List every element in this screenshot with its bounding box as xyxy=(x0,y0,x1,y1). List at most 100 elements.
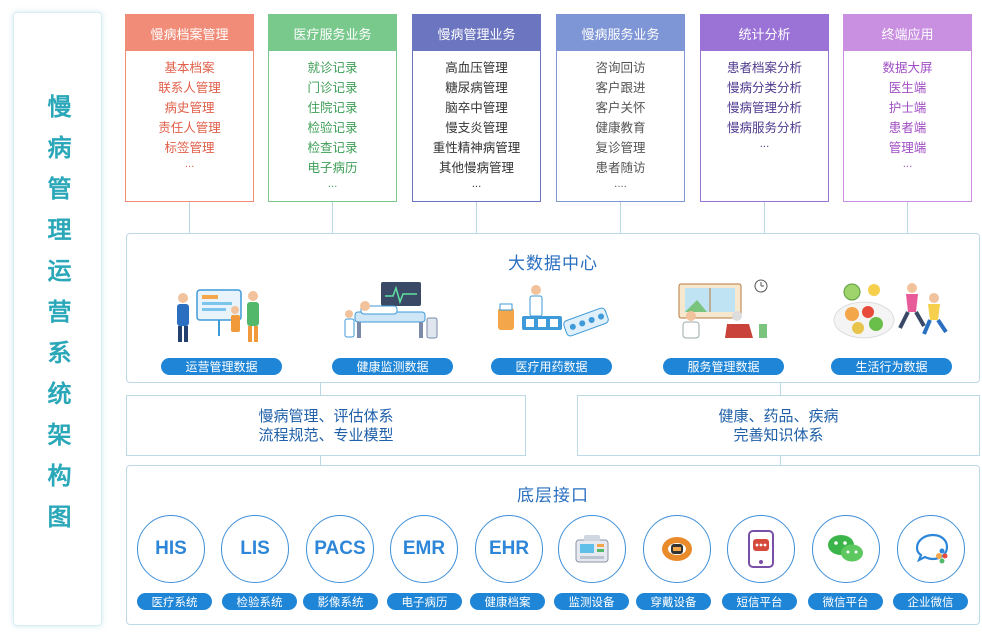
interface-emr-text: EMR xyxy=(402,538,446,559)
wecom-icon xyxy=(915,533,949,564)
module-item: 医生端 xyxy=(888,80,927,95)
interface-wecom[interactable] xyxy=(897,515,965,583)
sms-phone-icon xyxy=(748,530,774,568)
module-title: 慢病管理业务 xyxy=(413,15,540,51)
module-title: 统计分析 xyxy=(701,15,828,51)
knowledge-system-box: 健康、药品、疾病 完善知识体系 xyxy=(577,395,980,456)
data-center-panel: 大数据中心 运营管理数据 健康监测数据 xyxy=(126,233,980,383)
interface-pacs[interactable]: PACS xyxy=(306,515,374,583)
module-item: 管理端 xyxy=(888,140,927,155)
knowledge-system-line1: 健康、药品、疾病 xyxy=(718,406,839,425)
connector-line xyxy=(780,456,781,465)
module-item: 复诊管理 xyxy=(595,140,646,155)
module-item: 慢病管理分析 xyxy=(726,100,802,115)
interface-lis[interactable]: LIS xyxy=(221,515,289,583)
interface-his[interactable]: HIS xyxy=(137,515,205,583)
module-more: ... xyxy=(471,179,482,190)
module-item: 标签管理 xyxy=(164,140,215,155)
connector-line xyxy=(332,202,333,233)
module-item: 慢病服务分析 xyxy=(726,120,802,135)
module-more: ... xyxy=(327,179,338,190)
interface-ehr[interactable]: EHR xyxy=(475,515,543,583)
data-tag-health: 健康监测数据 xyxy=(332,358,453,375)
module-chronic-service[interactable]: 慢病服务业务 咨询回访 客户跟进 客户关怀 健康教育 复诊管理 患者随访 ...… xyxy=(556,14,685,202)
module-item: 脑卒中管理 xyxy=(445,100,508,115)
connector-line xyxy=(476,202,477,233)
knowledge-system-line2: 完善知识体系 xyxy=(733,425,824,444)
module-item: 重性精神病管理 xyxy=(432,140,521,155)
health-monitoring-illustration xyxy=(344,282,438,339)
module-item: 检查记录 xyxy=(307,140,358,155)
module-medical-service[interactable]: 医疗服务业务 就诊记录 门诊记录 住院记录 检验记录 检查记录 电子病历 ... xyxy=(268,14,397,202)
module-item: 高血压管理 xyxy=(445,60,508,75)
management-model-box: 慢病管理、评估体系 流程规范、专业模型 xyxy=(126,395,526,456)
bottom-interface-title: 底层接口 xyxy=(517,486,589,506)
management-model-line1: 慢病管理、评估体系 xyxy=(258,406,394,425)
module-title: 慢病档案管理 xyxy=(126,15,253,51)
module-chronic-management[interactable]: 慢病管理业务 高血压管理 糖尿病管理 脑卒中管理 慢支炎管理 重性精神病管理 其… xyxy=(412,14,541,202)
interface-wechat[interactable] xyxy=(812,515,880,583)
data-tag-service: 服务管理数据 xyxy=(663,358,784,375)
interface-label: 影像系统 xyxy=(303,593,378,610)
module-item: 检验记录 xyxy=(307,120,358,135)
interface-label: 微信平台 xyxy=(808,593,883,610)
management-model-line2: 流程规范、专业模型 xyxy=(258,425,394,444)
interface-pacs-text: PACS xyxy=(314,538,366,559)
connector-line xyxy=(320,383,321,395)
side-title: 慢病管理运营系统架构图 xyxy=(43,93,71,545)
interface-label: 穿戴设备 xyxy=(636,593,711,610)
module-terminal[interactable]: 终端应用 数据大屏 医生端 护士端 患者端 管理端 ... xyxy=(843,14,972,202)
side-title-box: 慢病管理运营系统架构图 xyxy=(13,12,102,626)
module-item: 客户跟进 xyxy=(595,80,646,95)
wechat-icon xyxy=(828,535,863,562)
interface-emr[interactable]: EMR xyxy=(390,515,458,583)
module-title: 医疗服务业务 xyxy=(269,15,396,51)
module-item: 联系人管理 xyxy=(158,80,221,95)
module-more: .... xyxy=(614,179,627,190)
connector-line xyxy=(907,202,908,233)
interface-wearable[interactable] xyxy=(643,515,711,583)
module-item: 患者端 xyxy=(888,120,927,135)
lifestyle-illustration xyxy=(833,283,948,339)
module-item: 其他慢病管理 xyxy=(438,160,514,175)
module-item: 客户关怀 xyxy=(595,100,646,115)
interface-label: 企业微信 xyxy=(893,593,968,610)
interface-his-text: HIS xyxy=(155,538,187,559)
module-item: 数据大屏 xyxy=(882,60,933,75)
data-tag-medication: 医疗用药数据 xyxy=(491,358,612,375)
connector-line xyxy=(620,202,621,233)
interface-label: 健康档案 xyxy=(470,593,545,610)
module-item: 慢支炎管理 xyxy=(445,120,508,135)
module-more: ... xyxy=(902,159,913,170)
connector-line xyxy=(780,383,781,395)
interface-ehr-text: EHR xyxy=(488,538,530,559)
operations-team-illustration xyxy=(177,289,259,342)
module-more: ... xyxy=(759,139,770,150)
interface-label: 短信平台 xyxy=(722,593,797,610)
monitor-device-icon xyxy=(575,535,609,563)
interface-sms[interactable] xyxy=(727,515,795,583)
module-item: 健康教育 xyxy=(595,120,646,135)
module-title: 终端应用 xyxy=(844,15,971,51)
module-title: 慢病服务业务 xyxy=(557,15,684,51)
data-tag-operations: 运营管理数据 xyxy=(161,358,282,375)
module-chronic-archive[interactable]: 慢病档案管理 基本档案 联系人管理 病史管理 责任人管理 标签管理 ... xyxy=(125,14,254,202)
module-more: ... xyxy=(184,159,195,170)
medication-illustration xyxy=(498,285,609,337)
interface-monitor-device[interactable] xyxy=(558,515,626,583)
interface-label: 电子病历 xyxy=(387,593,462,610)
module-item: 患者随访 xyxy=(595,160,646,175)
module-statistics[interactable]: 统计分析 患者档案分析 慢病分类分析 慢病管理分析 慢病服务分析 ... xyxy=(700,14,829,202)
module-item: 咨询回访 xyxy=(595,60,646,75)
module-item: 病史管理 xyxy=(164,100,215,115)
interface-lis-text: LIS xyxy=(240,538,270,559)
module-item: 护士端 xyxy=(888,100,927,115)
connector-line xyxy=(764,202,765,233)
module-item: 住院记录 xyxy=(307,100,358,115)
module-item: 责任人管理 xyxy=(158,120,221,135)
module-item: 糖尿病管理 xyxy=(445,80,508,95)
service-management-illustration xyxy=(678,279,768,339)
module-item: 电子病历 xyxy=(307,160,358,175)
connector-line xyxy=(320,456,321,465)
interface-label: 检验系统 xyxy=(222,593,297,610)
